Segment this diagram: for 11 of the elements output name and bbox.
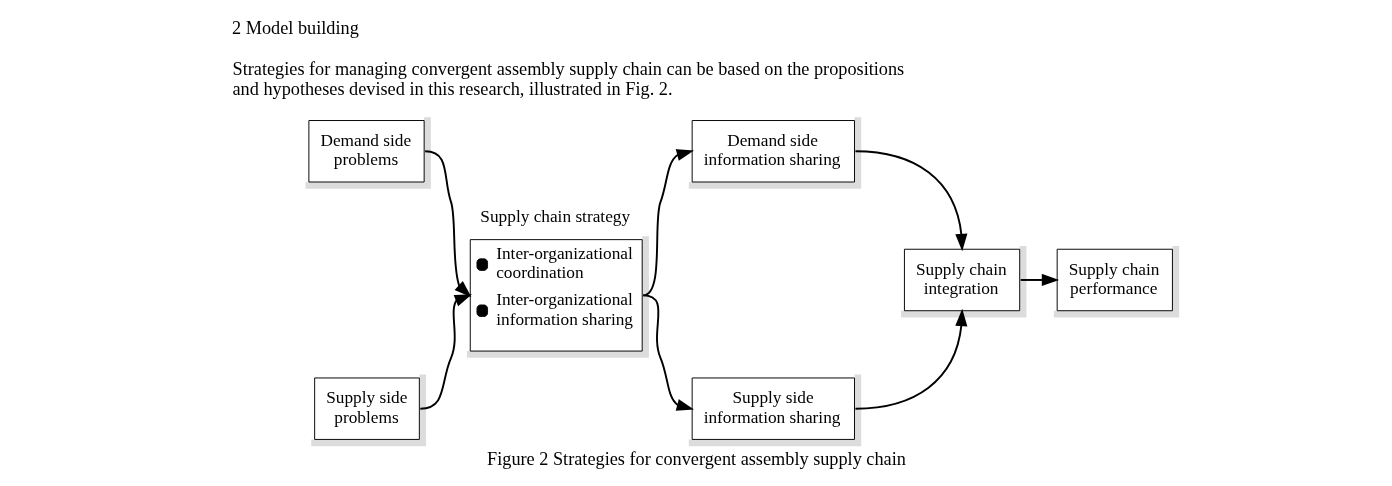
arrow	[423, 150, 471, 298]
arrow	[1019, 273, 1059, 287]
arrow	[418, 294, 472, 410]
arrow	[641, 149, 694, 297]
caption: Figure 2 Strategies for convergent assembly supply chain	[486, 448, 906, 469]
arrow	[641, 294, 694, 411]
arrow	[854, 308, 967, 410]
arrow	[854, 150, 967, 252]
node-label: Supply chain strategy	[479, 206, 630, 226]
label: 2 Model building	[231, 17, 359, 38]
label: Strategies for managing convergent assembly supply chain can be based on the propositions and hypotheses devised in this research, illustrated in Fig. 2.	[232, 58, 904, 99]
